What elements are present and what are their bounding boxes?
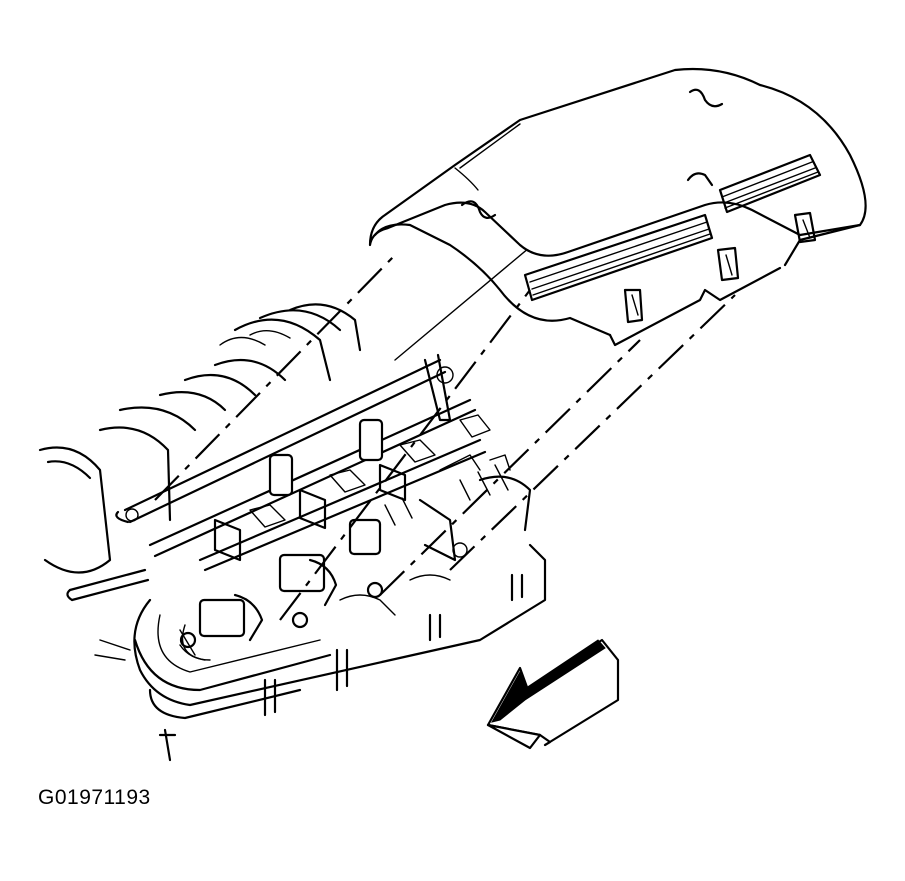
- figure-code: G01971193: [38, 786, 151, 809]
- fuel-injectors: [94, 414, 532, 661]
- engine-cover: [368, 67, 867, 347]
- front-direction-arrow: [486, 638, 620, 750]
- intake-manifold: [38, 303, 547, 762]
